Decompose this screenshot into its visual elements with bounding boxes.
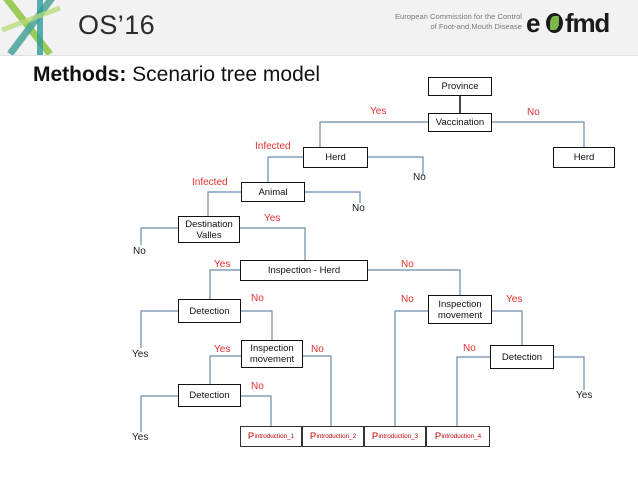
outcome-p3-sub: introduction_3 — [378, 433, 419, 440]
node-detection-2[interactable]: Detection — [178, 384, 241, 407]
edge-label-detection-1-yes: Yes — [132, 349, 149, 360]
node-vaccination[interactable]: Vaccination — [428, 113, 492, 132]
outcome-p4-sub: introduction_4 — [441, 433, 482, 440]
edge-label-vaccination-no: No — [527, 107, 540, 118]
edge-label-destination-yes: Yes — [264, 213, 281, 224]
conference-title: OS’16 — [78, 10, 156, 40]
node-inspection-movement-right-line2: movement — [437, 309, 483, 321]
node-destination-valles[interactable]: Destination Valles — [178, 216, 240, 243]
node-province-label: Province — [441, 81, 479, 92]
edge-label-inspection-herd-yes: Yes — [214, 259, 231, 270]
leaf-icon — [546, 13, 563, 33]
edge-label-herd-infected: Infected — [255, 141, 291, 152]
node-inspection-herd[interactable]: Inspection - Herd — [240, 260, 368, 281]
node-herd-left[interactable]: Herd — [303, 147, 368, 168]
eufmd-logo-e: e — [526, 8, 541, 38]
node-inspection-movement-left-line2: movement — [249, 354, 295, 365]
node-herd-right-label: Herd — [573, 152, 595, 163]
node-detection-1-label: Detection — [189, 305, 230, 317]
node-destination-line1: Destination — [185, 218, 233, 230]
outcome-p3-base: P — [371, 431, 379, 442]
slide-header: OS’16 European Commission for the Contro… — [0, 0, 638, 56]
node-animal[interactable]: Animal — [241, 182, 305, 202]
os16-ribbon-logo — [0, 0, 74, 56]
node-herd-right[interactable]: Herd — [553, 147, 615, 168]
outcome-p2-base: P — [309, 431, 317, 442]
organisation-line-1: European Commission for the Control — [394, 12, 522, 21]
edge-label-destination-no: No — [133, 246, 146, 257]
edge-label-detection-3-no: No — [463, 343, 476, 354]
edge-label-animal-no: No — [352, 203, 365, 214]
node-detection-3-label: Detection — [501, 351, 543, 363]
node-province[interactable]: Province — [428, 77, 492, 96]
node-animal-label: Animal — [258, 186, 288, 198]
page-title-rest: Scenario tree model — [126, 63, 321, 86]
node-inspection-herd-label: Inspection - Herd — [267, 265, 341, 276]
node-inspection-movement-left[interactable]: Inspection movement — [241, 340, 303, 368]
node-destination-line2: Valles — [196, 229, 222, 241]
edge-label-animal-infected: Infected — [192, 177, 228, 188]
page-title-bold: Methods: — [33, 63, 127, 86]
outcome-p4-base: P — [434, 431, 442, 442]
edge-label-inspection-move-left-no: No — [311, 344, 324, 355]
node-herd-left-label: Herd — [325, 152, 346, 163]
edge-label-detection-2-yes: Yes — [132, 432, 149, 443]
node-detection-3[interactable]: Detection — [490, 345, 554, 369]
node-vaccination-label: Vaccination — [435, 117, 485, 128]
edge-label-inspection-herd-no: No — [401, 259, 414, 270]
outcome-p1-sub: introduction_1 — [254, 433, 295, 440]
organisation-line-2: of Foot-and.Mouth Disease — [430, 22, 522, 31]
edge-label-detection-1-no: No — [251, 293, 264, 304]
node-inspection-movement-left-line1: Inspection — [250, 343, 294, 354]
edge-label-inspection-move-right-no: No — [401, 294, 414, 305]
eufmd-logo-fmd: fmd — [565, 8, 610, 38]
node-inspection-movement-right[interactable]: Inspection movement — [428, 295, 492, 324]
edge-label-inspection-move-right-yes: Yes — [506, 294, 523, 305]
node-detection-2-label: Detection — [189, 390, 230, 401]
outcome-p2-sub: introduction_2 — [316, 433, 357, 440]
page-title: Methods: Scenario tree model — [33, 63, 320, 87]
outcome-p1-base: P — [247, 431, 255, 442]
organisation-name: European Commission for the Control of F… — [362, 12, 522, 32]
edge-label-herd-no: No — [413, 172, 426, 183]
edge-label-detection-3-yes: Yes — [576, 390, 593, 401]
edge-label-vaccination-yes: Yes — [370, 106, 387, 117]
node-detection-1[interactable]: Detection — [178, 299, 241, 323]
edge-label-detection-2-no: No — [251, 381, 264, 392]
edge-label-inspection-move-left-yes: Yes — [214, 344, 231, 355]
eufmd-logo: e fmd — [526, 9, 630, 37]
node-inspection-movement-right-line1: Inspection — [438, 298, 482, 310]
